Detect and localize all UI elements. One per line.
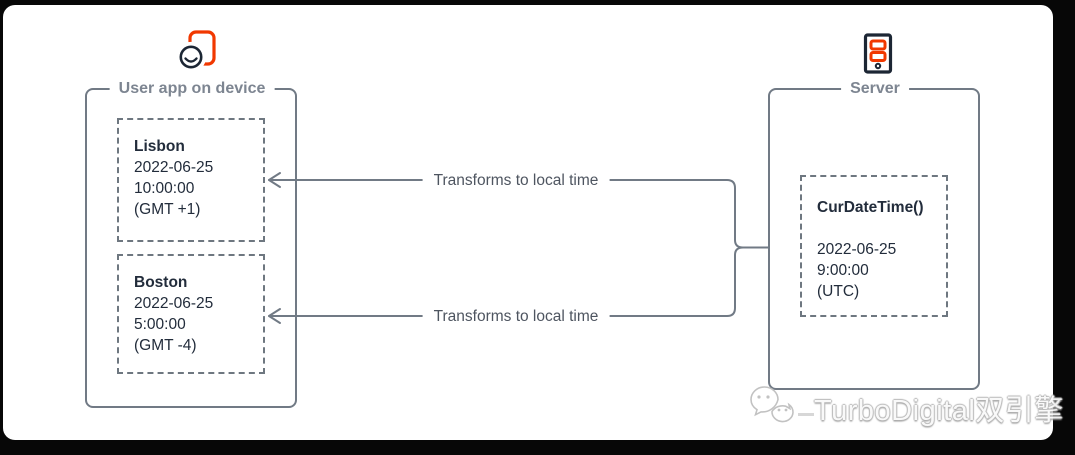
server-offset: (UTC) [817,283,860,300]
chat-bubbles-icon [750,386,794,423]
server-date: 2022-06-25 [817,241,897,258]
curdatetime-card: CurDateTime() 2022-06-25 9:00:00 (UTC) [800,175,948,317]
transform-label-bottom: Transforms to local time [422,308,610,326]
boston-offset: (GMT -4) [134,337,197,354]
user-app-label: User app on device [109,80,275,98]
lisbon-card: Lisbon 2022-06-25 10:00:00 (GMT +1) [117,118,265,242]
lisbon-offset: (GMT +1) [134,201,201,218]
connector-bottom-path [268,246,744,317]
watermark-dash [798,412,814,416]
lisbon-title: Lisbon [134,138,185,155]
server-label: Server [841,80,909,98]
curdatetime-title: CurDateTime() [817,199,924,216]
arrowhead-bottom [268,308,281,324]
boston-date: 2022-06-25 [134,295,214,312]
lisbon-time: 10:00:00 [134,180,195,197]
watermark-text: TurboDigital双引擎 [814,395,1064,427]
boston-card: Boston 2022-06-25 5:00:00 (GMT -4) [117,254,265,374]
server-time: 9:00:00 [817,262,869,279]
server-icon [863,33,893,74]
transform-label-top: Transforms to local time [422,172,610,190]
arrowhead-top [268,172,281,188]
mobile-user-icon [176,30,216,73]
card-spacer [817,218,946,239]
boston-title: Boston [134,274,188,291]
connector-lines [268,172,770,324]
boston-time: 5:00:00 [134,316,186,333]
lisbon-date: 2022-06-25 [134,159,214,176]
connector-top-path [268,179,770,249]
watermark: TurboDigital双引擎 [748,384,1064,430]
